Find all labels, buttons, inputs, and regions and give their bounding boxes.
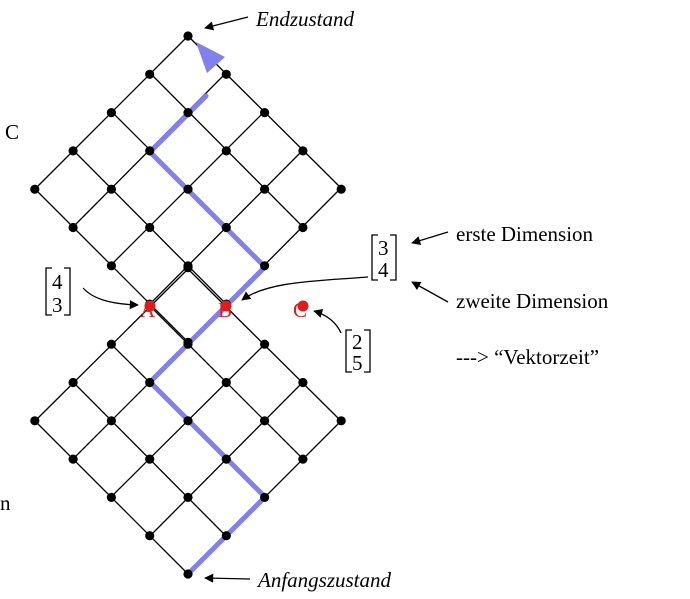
end-state-label: Endzustand: [255, 7, 355, 31]
execution-path: [147, 42, 268, 577]
event-point-b: [220, 300, 232, 312]
lattice-point: [68, 454, 78, 464]
end-state-arrow: [204, 16, 249, 31]
path-arrowhead: [196, 42, 225, 73]
event-points: A B C: [140, 298, 309, 322]
lattice-point: [260, 184, 270, 194]
lattice-point: [145, 69, 155, 79]
lattice-point: [183, 184, 193, 194]
lattice-point: [183, 108, 193, 118]
vector-b-component-2: 4: [378, 258, 389, 282]
lattice-point: [260, 492, 270, 502]
lattice-point: [298, 454, 308, 464]
vector-a-component-2: 3: [52, 293, 63, 317]
lattice-point: [68, 377, 78, 388]
lattice-point: [298, 377, 308, 388]
start-state-label: Anfangszustand: [256, 568, 392, 592]
lattice-point: [221, 377, 231, 388]
lattice-point: [336, 184, 346, 194]
vector-c-component-1: 2: [352, 330, 363, 354]
lattice-point: [106, 184, 116, 194]
lattice-point: [221, 146, 231, 156]
lattice-point: [336, 416, 346, 426]
lattice-point: [145, 222, 155, 233]
lattice-point: [183, 263, 193, 273]
lattice-point: [298, 146, 308, 156]
event-point-c: [297, 300, 309, 312]
lattice-point: [106, 108, 116, 118]
lattice-point: [183, 492, 193, 502]
lattice-point: [68, 222, 78, 233]
vector-c-component-2: 5: [352, 351, 363, 375]
second-dimension-arrow: [411, 281, 449, 303]
first-dimension-label: erste Dimension: [456, 222, 594, 246]
lattice-point: [145, 146, 155, 156]
lattice-point: [145, 377, 155, 388]
lattice-point: [106, 492, 116, 502]
lattice-point: [221, 69, 231, 79]
lattice-point: [183, 339, 193, 349]
lattice-point: [30, 184, 40, 194]
lattice-point: [260, 261, 270, 271]
second-dimension-label: zweite Dimension: [456, 289, 609, 313]
lattice-point: [106, 261, 116, 271]
event-point-a: [144, 300, 156, 312]
lattice-point: [260, 416, 270, 426]
lattice-point: [106, 416, 116, 426]
vector-a-component-1: 4: [52, 270, 63, 294]
vector-b: 3 4: [241, 234, 397, 301]
vector-a: 4 3: [45, 267, 139, 317]
lattice-point: [260, 108, 270, 118]
lattice-point: [260, 339, 270, 349]
vector-c-arrow: [313, 309, 342, 334]
lattice-point: [145, 454, 155, 464]
lattice-point: [68, 146, 78, 156]
first-dimension-arrow: [411, 231, 449, 245]
event-label-a: A: [140, 298, 156, 322]
lattice-point: [298, 222, 308, 233]
vector-a-arrow: [82, 287, 139, 310]
lattice-point: [30, 416, 40, 426]
lattice-point: [106, 339, 116, 349]
vector-b-component-1: 3: [378, 236, 389, 260]
lattice-point: [221, 222, 231, 233]
lattice-point: [183, 31, 193, 41]
lattice-point: [221, 531, 231, 541]
lattice-point: [145, 531, 155, 541]
lattice-point: [221, 454, 231, 464]
vector-c: 2 5: [313, 309, 371, 375]
lattice-point: [183, 569, 193, 579]
vector-b-arrow: [241, 276, 369, 301]
vector-time-label: ---> “Vektorzeit”: [456, 345, 599, 369]
start-state-arrow: [204, 573, 251, 583]
event-label-b: B: [218, 298, 232, 322]
event-label-c: C: [293, 298, 307, 322]
lattice-point: [183, 416, 193, 426]
left-edge-letter-c: C: [5, 120, 19, 144]
left-edge-letter-n: n: [0, 491, 11, 515]
